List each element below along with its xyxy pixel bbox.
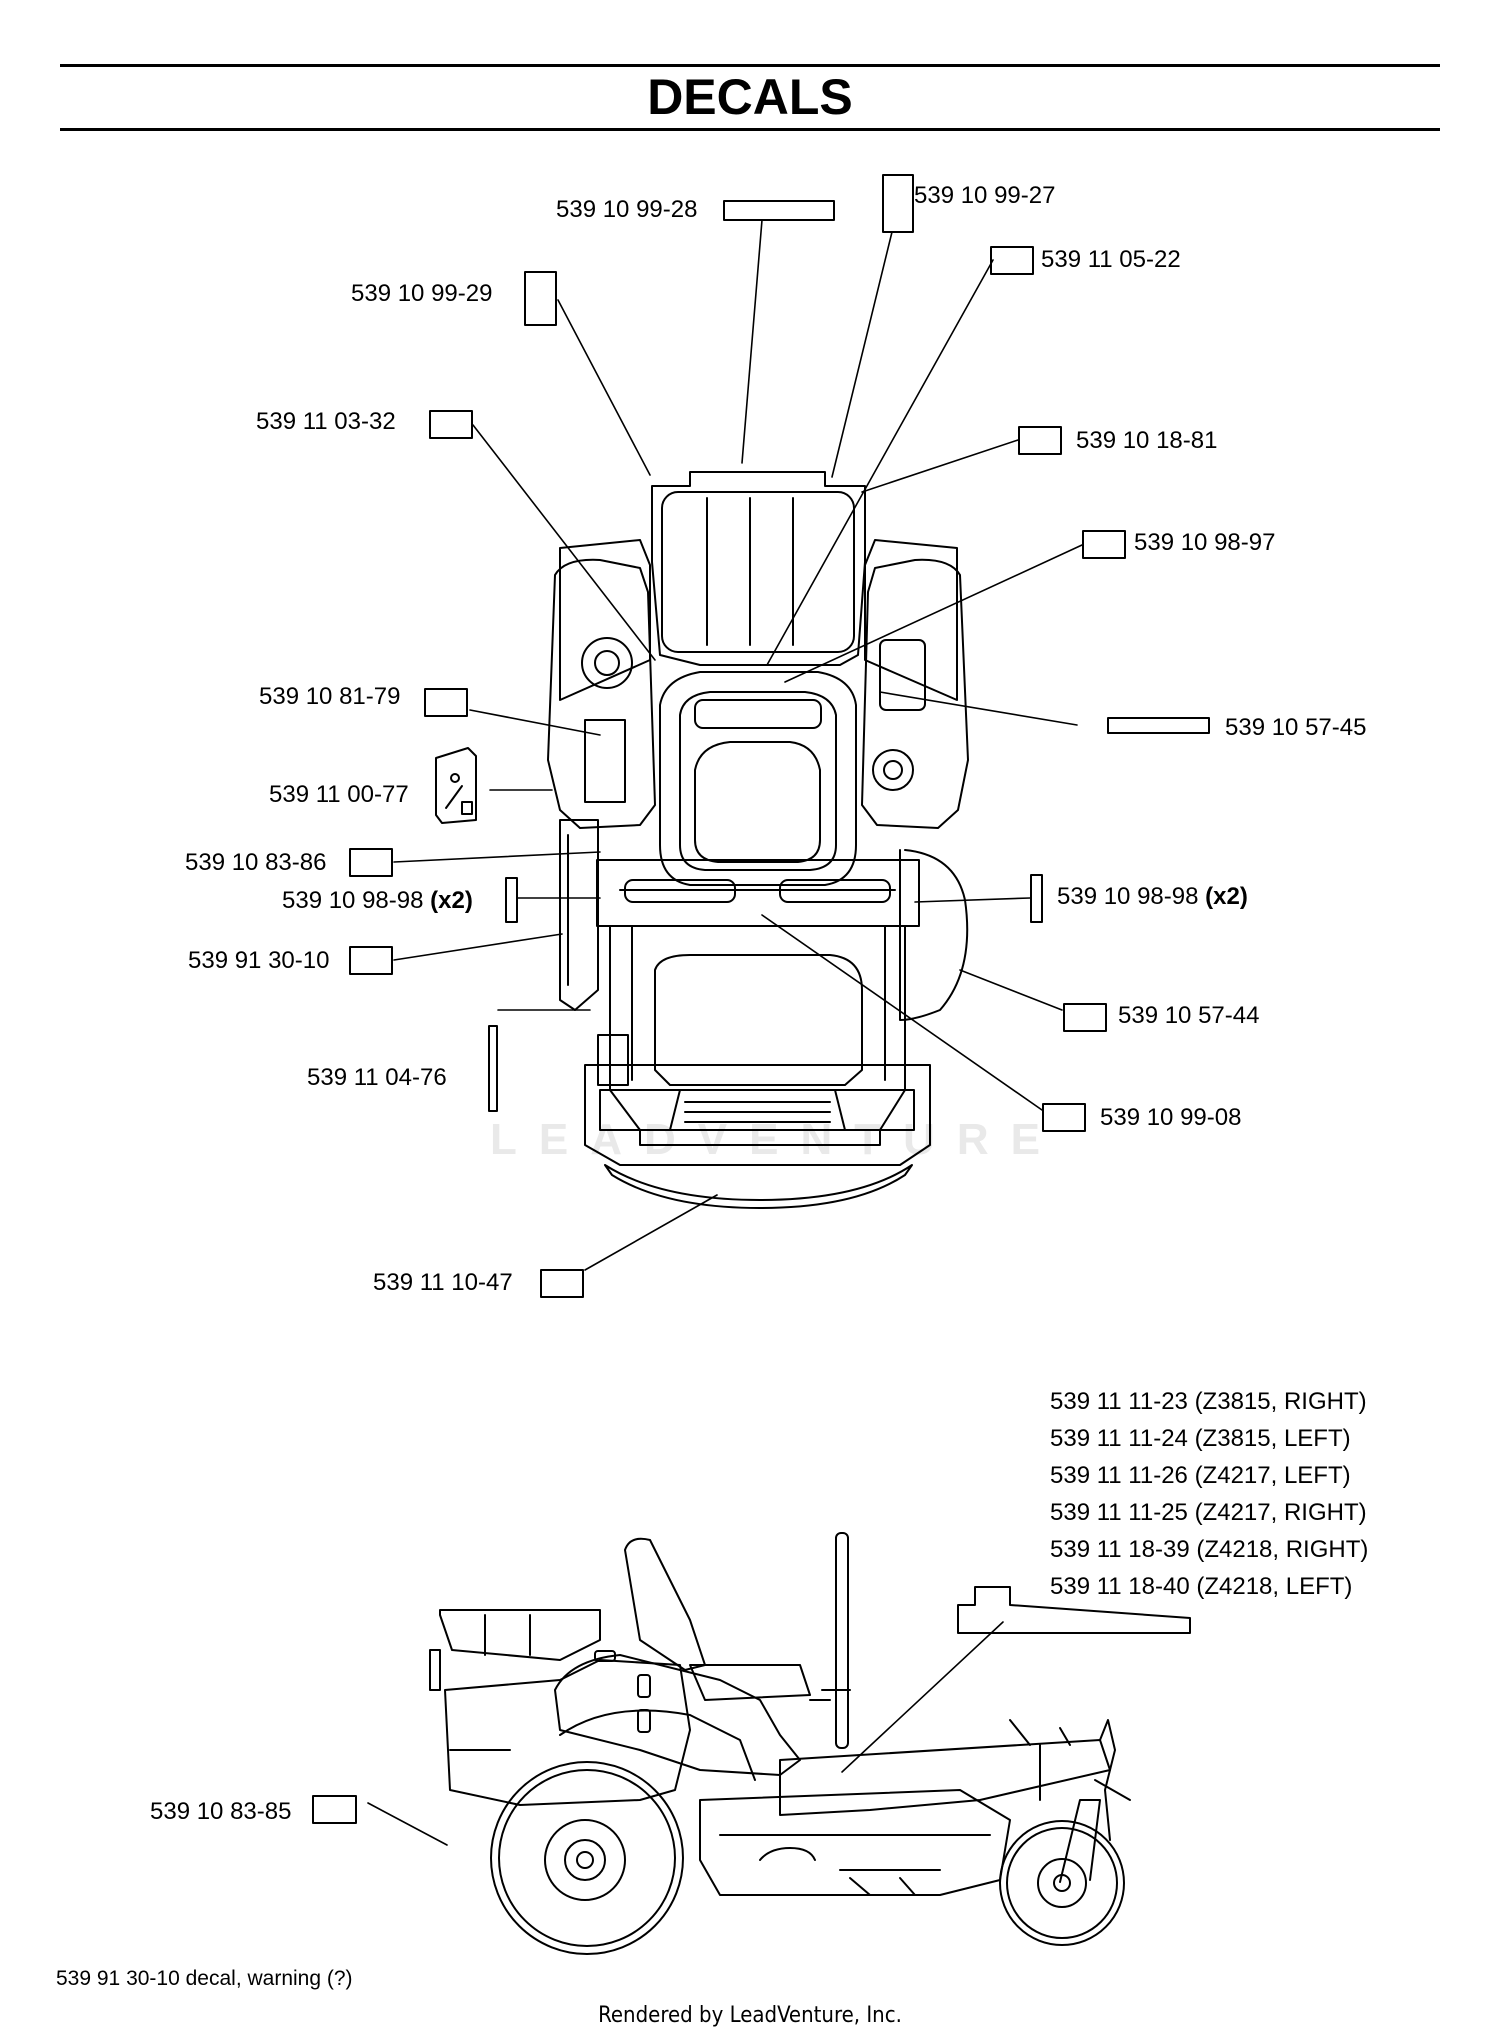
label-539-11-04-76: 539 11 04-76	[307, 1064, 447, 1091]
label-539-10-57-44: 539 10 57-44	[1118, 1002, 1260, 1029]
label-539-91-30-10: 539 91 30-10	[188, 947, 330, 974]
title-underline	[60, 128, 1440, 131]
page-title: DECALS	[647, 69, 853, 125]
label-539-10-99-08: 539 10 99-08	[1100, 1104, 1242, 1131]
label-539-10-98-97: 539 10 98-97	[1134, 529, 1276, 556]
top-view-mower	[547, 471, 969, 1209]
label-539-10-98-98-right: 539 10 98-98 (x2)	[1057, 885, 1248, 909]
label-539-10-99-28: 539 10 99-28	[556, 196, 698, 223]
label-539-10-57-45: 539 10 57-45	[1225, 714, 1367, 741]
side-label-2: 539 11 11-24 (Z3815, LEFT)	[1050, 1425, 1351, 1452]
side-label-1: 539 11 11-23 (Z3815, RIGHT)	[1050, 1388, 1367, 1415]
qty-x2-left: (x2)	[430, 887, 473, 914]
leader-lines-side	[367, 1621, 1004, 1846]
label-539-10-98-98-left: 539 10 98-98 (x2)	[282, 889, 473, 913]
label-539-10-99-27: 539 10 99-27	[914, 182, 1056, 209]
label-539-11-10-47: 539 11 10-47	[373, 1269, 513, 1296]
label-539-10-18-81: 539 10 18-81	[1076, 427, 1218, 454]
top-rule	[60, 64, 1440, 67]
footnote: 539 91 30-10 decal, warning (?)	[56, 1967, 353, 1990]
label-539-10-98-98-left-text: 539 10 98-98	[282, 887, 424, 914]
qty-x2-right: (x2)	[1205, 883, 1248, 910]
label-539-11-00-77: 539 11 00-77	[269, 781, 409, 808]
decal-shapes-side	[312, 1586, 1191, 1824]
label-539-10-83-85: 539 10 83-85	[150, 1798, 292, 1825]
watermark-text: LEADVENTURE	[490, 1115, 1063, 1164]
side-label-6: 539 11 18-40 (Z4218, LEFT)	[1050, 1573, 1353, 1600]
side-label-3: 539 11 11-26 (Z4217, LEFT)	[1050, 1462, 1351, 1489]
footer-credit: Rendered by LeadVenture, Inc.	[598, 2003, 902, 2028]
side-view-mower	[429, 1532, 1131, 1955]
decal-shapes-top	[349, 174, 1210, 1298]
side-label-5: 539 11 18-39 (Z4218, RIGHT)	[1050, 1536, 1369, 1563]
leader-lines-top	[393, 219, 1083, 1271]
side-label-4: 539 11 11-25 (Z4217, RIGHT)	[1050, 1499, 1367, 1526]
label-539-10-98-98-right-text: 539 10 98-98	[1057, 883, 1199, 910]
label-539-11-03-32: 539 11 03-32	[256, 408, 396, 435]
label-539-10-83-86: 539 10 83-86	[185, 849, 327, 876]
label-539-11-05-22: 539 11 05-22	[1041, 246, 1181, 273]
label-539-10-99-29: 539 10 99-29	[351, 280, 493, 307]
label-539-10-81-79: 539 10 81-79	[259, 683, 401, 710]
